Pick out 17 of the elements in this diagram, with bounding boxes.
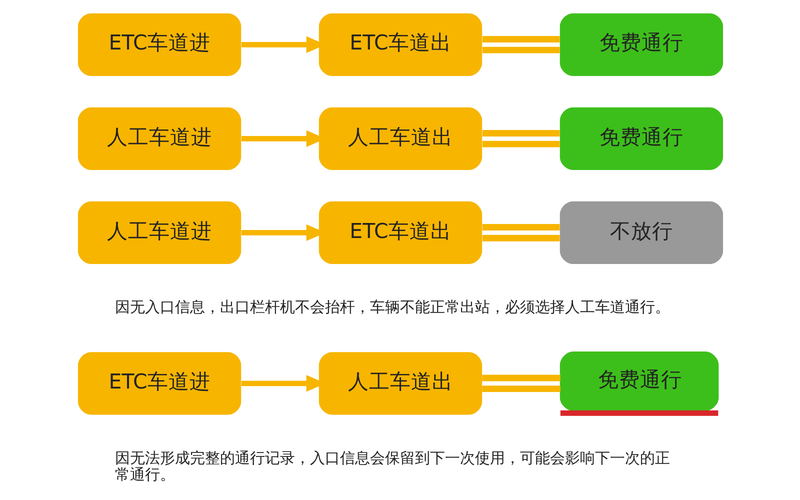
node-box: 人工车道进 (77, 200, 241, 264)
connector (482, 36, 560, 53)
node-box: 人工车道出 (318, 106, 482, 170)
label: 因无法形成完整的通行记录，入口信息会保留到下一次使用，可能会影响下一次的正常通行。 (114, 448, 670, 483)
node-box: ETC车道进 (77, 352, 241, 414)
node-box: ETC车道出 (318, 12, 482, 76)
connector (482, 130, 560, 147)
label: 因无入口信息，出口栏杆机不会抬杆，车辆不能正常出站，必须选择人工车道通行。 (114, 297, 670, 316)
node-box: 人工车道进 (77, 106, 241, 170)
node-box: 免费通行 (559, 12, 723, 76)
node-box: 免费通行 (559, 106, 723, 170)
node-box: ETC车道出 (318, 200, 482, 264)
connector (482, 374, 560, 392)
node-box: ETC车道进 (77, 12, 241, 76)
node-box: 人工车道出 (318, 352, 482, 414)
node-box: 不放行 (559, 200, 723, 264)
connector (482, 224, 560, 241)
